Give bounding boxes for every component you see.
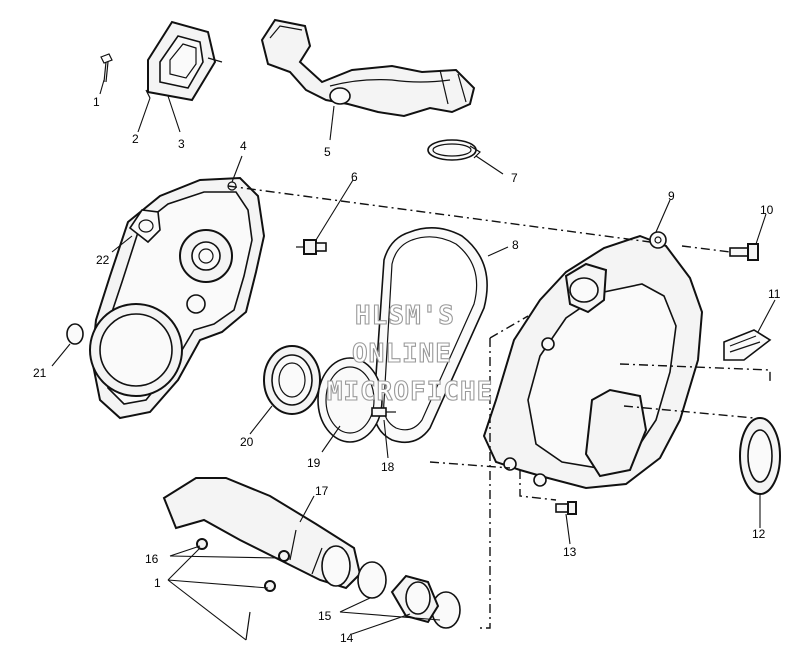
callout-4: 4 xyxy=(240,139,247,153)
plug-part-21[interactable] xyxy=(66,323,84,345)
seal-part-20[interactable] xyxy=(263,345,321,415)
outer-cover-part-9[interactable] xyxy=(482,231,704,490)
callout-12: 12 xyxy=(752,527,766,541)
callout-1-lower: 1 xyxy=(154,576,161,590)
callout-8: 8 xyxy=(512,238,519,252)
screw-part-1[interactable] xyxy=(100,53,113,83)
callout-22: 22 xyxy=(96,253,110,267)
coupler-part-14[interactable] xyxy=(390,574,440,624)
callout-19: 19 xyxy=(307,456,321,470)
callout-2: 2 xyxy=(132,132,139,146)
leader-lines xyxy=(51,79,776,641)
callout-9: 9 xyxy=(668,189,675,203)
callout-15: 15 xyxy=(318,609,332,623)
watermark-line-2: ONLINE xyxy=(352,339,452,369)
callout-21: 21 xyxy=(33,366,47,380)
intake-boot-part-2-3[interactable] xyxy=(145,20,223,102)
screw-part-10[interactable] xyxy=(729,243,759,261)
callout-14: 14 xyxy=(340,631,354,645)
callout-11: 11 xyxy=(768,287,781,301)
inner-cover-part-4[interactable] xyxy=(89,176,266,420)
alignment-lines xyxy=(227,185,771,629)
callout-18: 18 xyxy=(381,460,395,474)
ring-part-12[interactable] xyxy=(739,417,781,495)
belt-part-8[interactable] xyxy=(373,227,488,444)
watermark: HLSM'S ONLINE MICROFICHE xyxy=(326,300,494,407)
outlet-duct-part-17[interactable] xyxy=(162,477,362,590)
callout-3: 3 xyxy=(178,137,185,151)
callout-17: 17 xyxy=(315,484,329,498)
boss-part-22[interactable] xyxy=(128,209,161,244)
watermark-line-1: HLSM'S xyxy=(355,301,455,331)
callout-6: 6 xyxy=(351,170,358,184)
screw-part-13[interactable] xyxy=(555,501,577,515)
clamp-part-7[interactable] xyxy=(427,139,481,161)
callout-7: 7 xyxy=(511,171,518,185)
callout-20: 20 xyxy=(240,435,254,449)
callout-13: 13 xyxy=(563,545,577,559)
screw-part-1-lower[interactable] xyxy=(245,580,276,641)
gasket-part-19[interactable] xyxy=(317,357,383,443)
callout-5: 5 xyxy=(324,145,331,159)
screw-part-18[interactable] xyxy=(371,407,396,417)
callout-10: 10 xyxy=(760,203,774,217)
callout-1: 1 xyxy=(93,95,100,109)
bolt-part-6[interactable] xyxy=(296,239,327,255)
clamp-part-15[interactable] xyxy=(357,561,461,629)
callout-labels: 1 2 3 4 5 6 7 8 9 10 11 12 13 14 15 16 1… xyxy=(33,95,781,645)
callout-16: 16 xyxy=(145,552,159,566)
decal-part-11[interactable] xyxy=(723,329,772,361)
intake-duct-part-5[interactable] xyxy=(260,18,476,118)
watermark-line-3: MICROFICHE xyxy=(327,377,494,407)
